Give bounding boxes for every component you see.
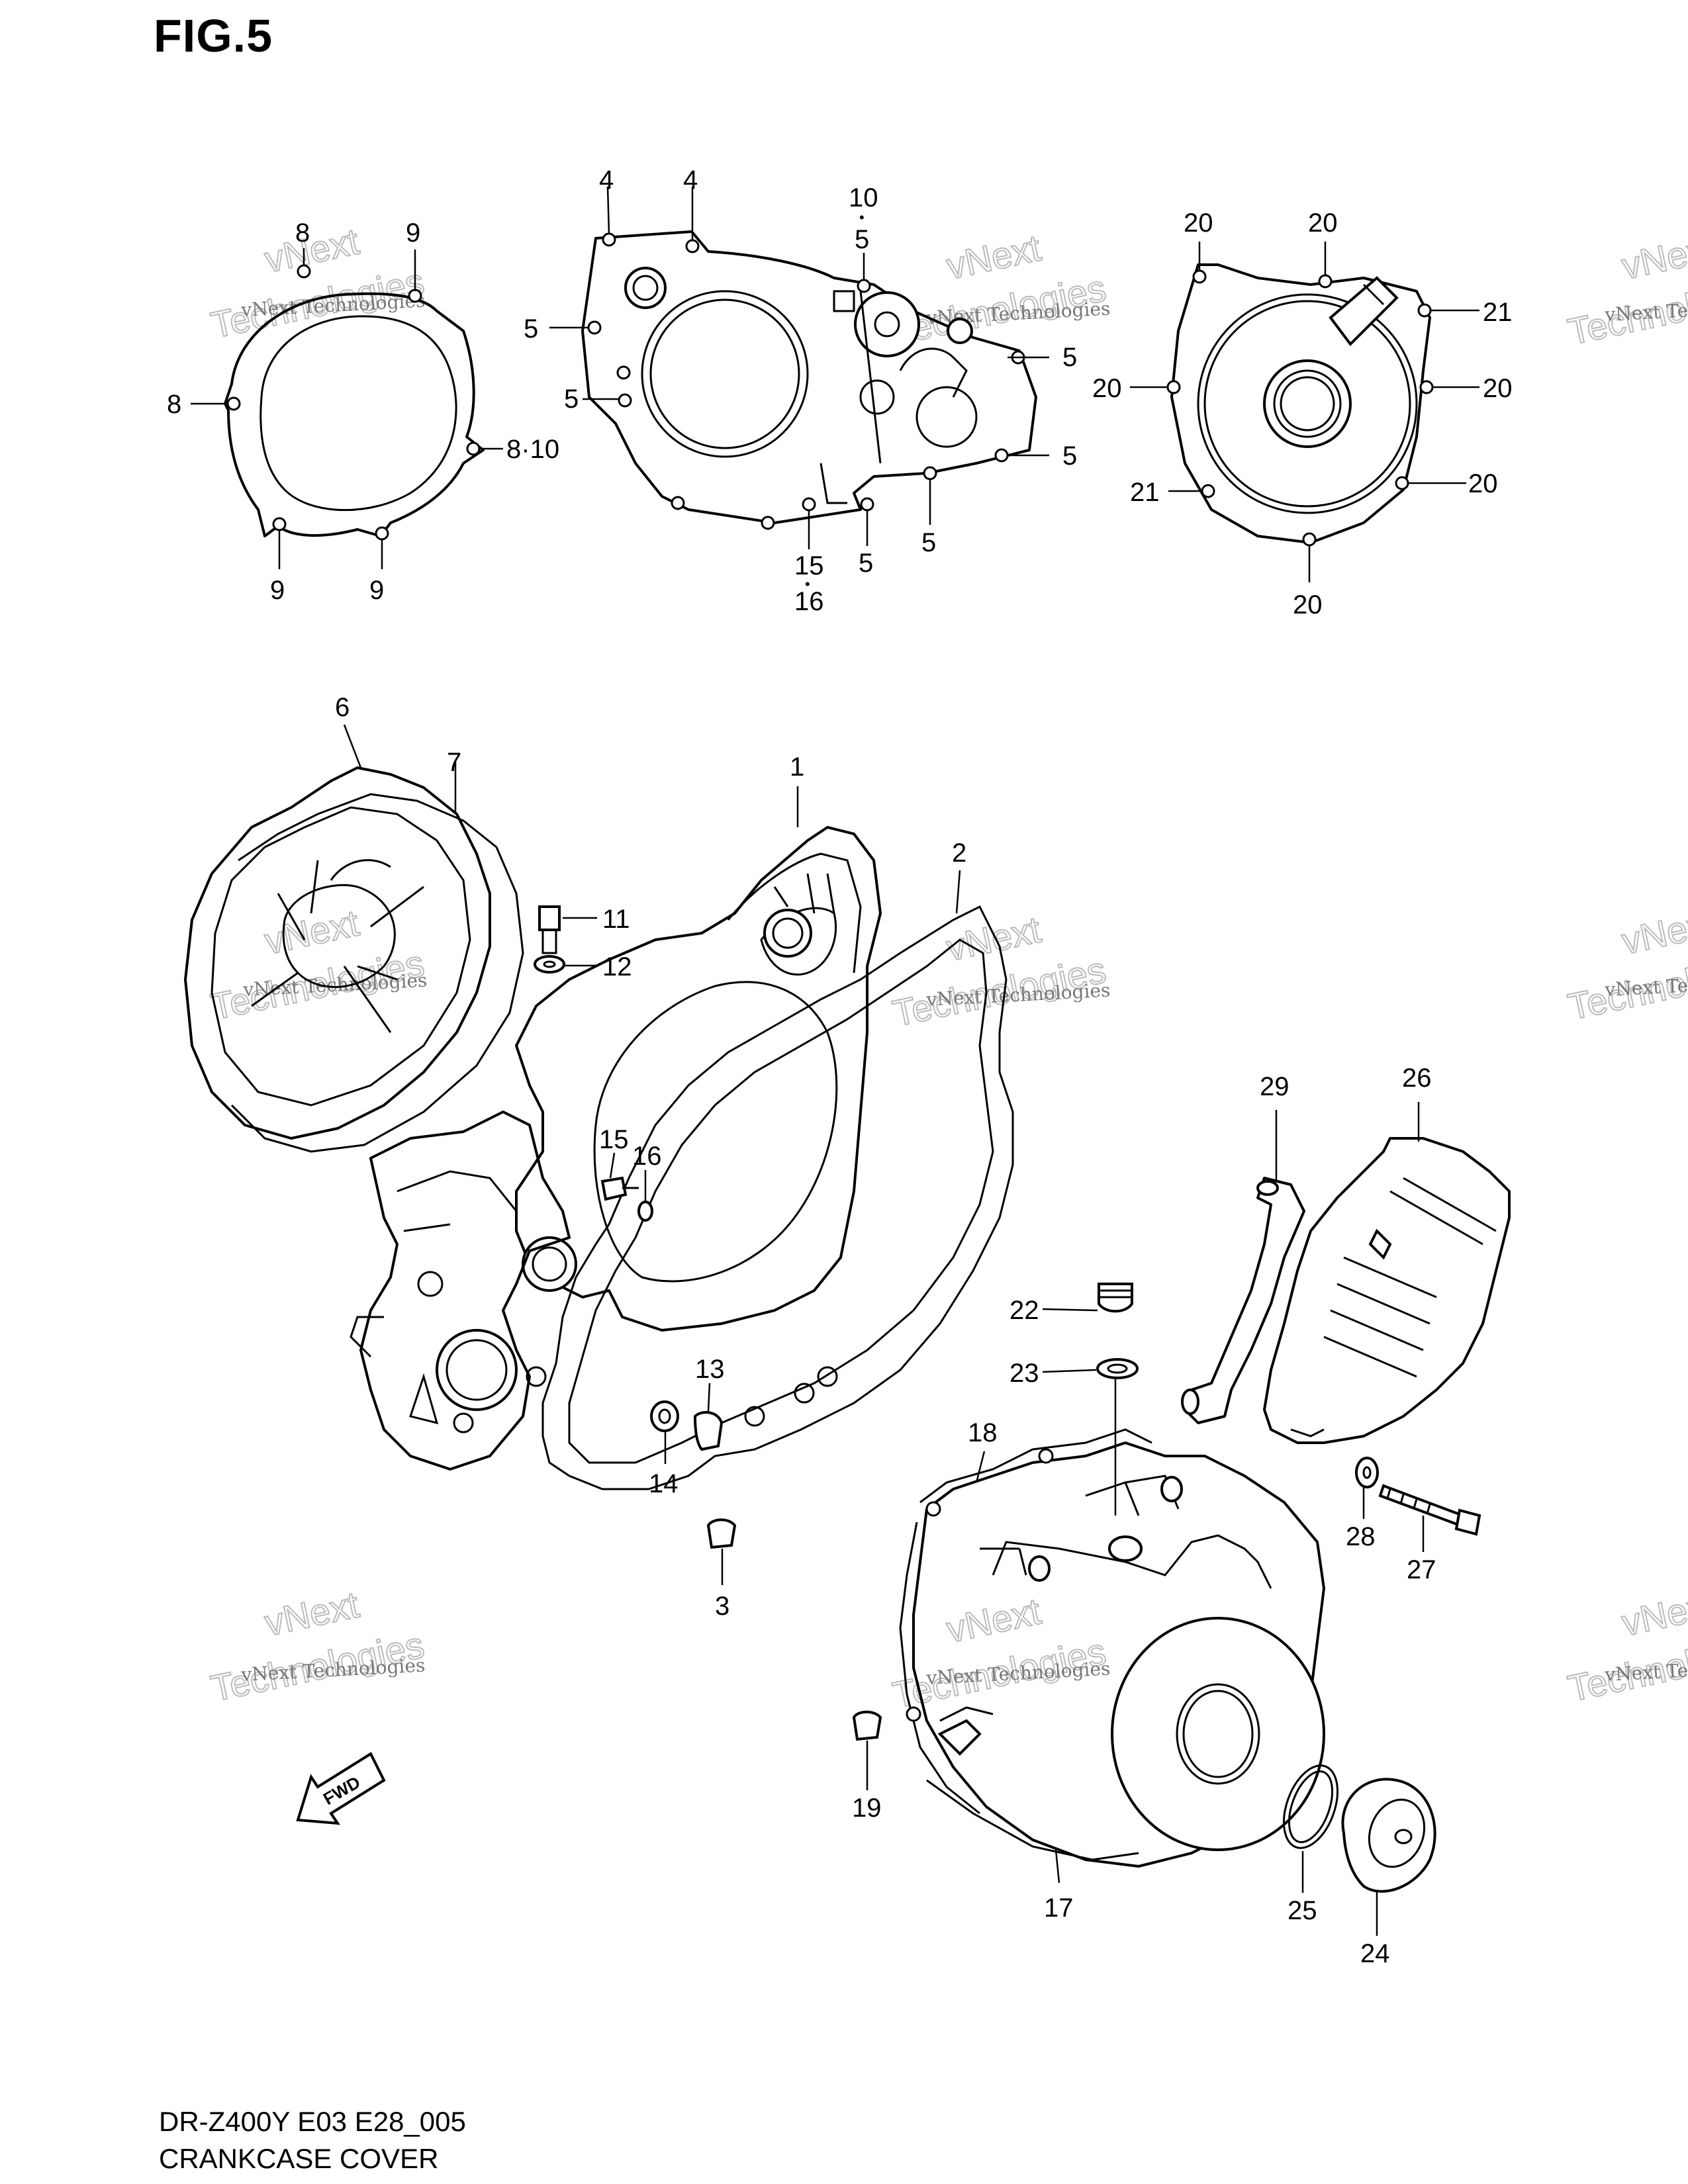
- leader-lines: [191, 186, 1479, 1936]
- part-26-cover-guard: [1263, 1137, 1511, 1444]
- callout-20: 20: [1092, 374, 1122, 403]
- callout-13: 13: [695, 1355, 725, 1384]
- callout-8-10: 8·10: [506, 435, 559, 464]
- callout-23: 23: [1009, 1359, 1039, 1388]
- callout-20: 20: [1184, 208, 1213, 238]
- callout-5: 5: [855, 225, 869, 254]
- callout-20: 20: [1293, 590, 1323, 619]
- part-7-clutch-cover-gasket: [230, 793, 524, 1153]
- callout-9: 9: [270, 576, 285, 605]
- figure-title: FIG.5: [154, 10, 273, 62]
- callout-15: 15: [794, 551, 824, 580]
- callout-9: 9: [369, 576, 384, 605]
- callout-4: 4: [683, 165, 698, 195]
- callout-20: 20: [1468, 469, 1498, 498]
- model-code: DR-Z400Y E03 E28_005: [159, 2106, 466, 2137]
- hardware-small-parts: [534, 905, 737, 1549]
- part-1-crankcase-cover: [350, 826, 882, 1471]
- watermark-vnext: vNext: [1618, 226, 1688, 287]
- callout-5: 5: [524, 314, 538, 343]
- callout-15: 15: [599, 1125, 629, 1154]
- callout-3: 3: [715, 1592, 729, 1621]
- part-18-magneto-cover-gasket: [899, 1428, 1152, 1815]
- callout-26: 26: [1402, 1064, 1432, 1093]
- callout-29: 29: [1260, 1072, 1289, 1101]
- callout-5: 5: [1062, 441, 1077, 471]
- callout-5: 5: [1062, 343, 1077, 372]
- fwd-arrow: FWD: [296, 1752, 386, 1825]
- callout-10: 10: [849, 183, 878, 212]
- callout-19: 19: [852, 1794, 882, 1823]
- callout-22: 22: [1009, 1296, 1039, 1325]
- watermark-group: vNext Technologies vNext Technologies vN…: [207, 219, 1688, 1717]
- callout-labels: 8 9 8 8·10 9 9 4 4 10 • 5 5 5 5 5 5 5 15…: [167, 165, 1513, 1968]
- callout-12: 12: [602, 952, 632, 981]
- watermark-vnext: vNext: [943, 226, 1045, 287]
- callout-27: 27: [1407, 1555, 1436, 1584]
- part-17-magneto-cover: [912, 1441, 1325, 1868]
- callout-dot: •: [805, 576, 810, 592]
- part-6-clutch-outer-cover: [184, 766, 491, 1140]
- part-29-bracket: [1181, 1177, 1305, 1424]
- watermark-vnext: vNext: [261, 1583, 363, 1643]
- bolt-27-washer-28: [1355, 1457, 1481, 1536]
- callout-16: 16: [794, 587, 824, 616]
- callout-21: 21: [1483, 298, 1513, 327]
- clutch-cover-gasket-view: [224, 264, 485, 541]
- callout-8: 8: [295, 218, 310, 248]
- callout-9: 9: [406, 218, 420, 248]
- watermark-vnext: vNext: [1618, 1583, 1688, 1643]
- callout-1: 1: [790, 752, 804, 782]
- magneto-small-parts: [852, 1283, 1436, 1893]
- diagram-caption: CRANKCASE COVER: [159, 2143, 439, 2174]
- callout-2: 2: [952, 839, 966, 868]
- callout-18: 18: [968, 1418, 998, 1447]
- callout-5: 5: [921, 528, 936, 557]
- part-2-crankcase-gasket: [541, 905, 1014, 1490]
- callout-7: 7: [447, 748, 461, 777]
- callout-5: 5: [564, 385, 579, 414]
- watermark-vnext: vNext: [1618, 901, 1688, 962]
- callout-8: 8: [167, 390, 181, 419]
- callout-21: 21: [1130, 478, 1160, 507]
- callout-24: 24: [1360, 1939, 1390, 1968]
- callout-20: 20: [1308, 208, 1338, 238]
- callout-14: 14: [649, 1469, 679, 1498]
- callout-25: 25: [1288, 1896, 1317, 1925]
- callout-6: 6: [335, 693, 350, 722]
- callout-4: 4: [599, 165, 614, 195]
- callout-5: 5: [859, 549, 873, 578]
- callout-28: 28: [1346, 1522, 1376, 1551]
- callout-dot: •: [859, 209, 865, 226]
- callout-20: 20: [1483, 374, 1513, 403]
- watermark-vnext: vNext: [261, 220, 363, 280]
- magneto-cover-inner-view: [1166, 263, 1434, 547]
- watermark-vnext: vNext: [943, 1590, 1045, 1650]
- callout-16: 16: [632, 1142, 662, 1171]
- callout-11: 11: [602, 905, 630, 934]
- callout-17: 17: [1044, 1893, 1074, 1923]
